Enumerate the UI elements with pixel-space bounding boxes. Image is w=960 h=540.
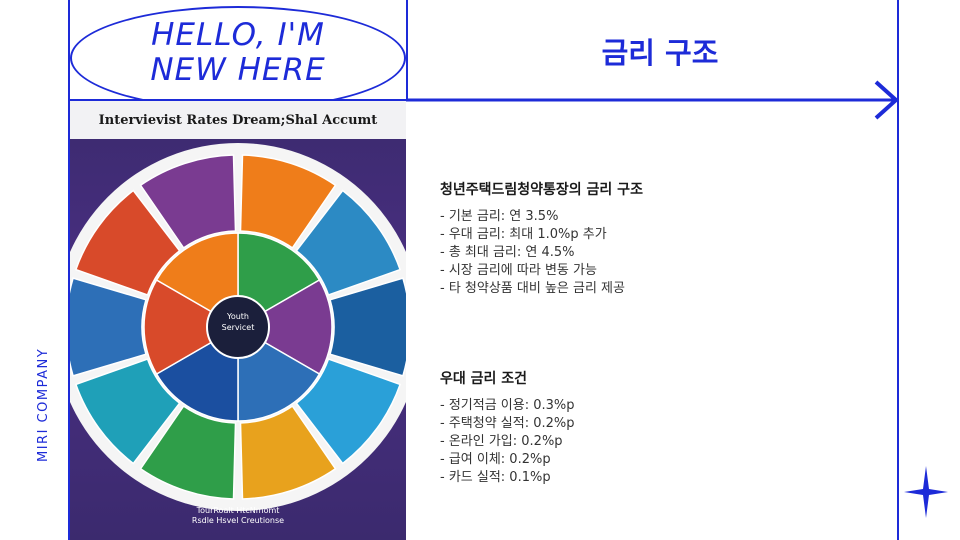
wheel-outer-segment	[329, 277, 406, 377]
wheel-outer-segment	[295, 189, 402, 296]
list-item: - 기본 금리: 연 3.5%	[440, 209, 559, 224]
slide-title: 금리 구조	[601, 36, 719, 70]
wheel-outer-segment	[239, 154, 337, 249]
list-item: - 우대 금리: 최대 1.0%p 추가	[440, 227, 607, 242]
infographic-footer: TourRoalt HtcNmomt Rsdle Hsvel Creutions…	[70, 506, 406, 526]
arrow-right-icon	[406, 80, 899, 120]
infographic-header	[70, 101, 406, 139]
wheel-center	[206, 295, 270, 359]
hello-line-1: HELLO, I'M	[151, 17, 325, 53]
list-item: - 카드 실적: 0.1%p	[440, 470, 551, 485]
rate-structure-list: - 기본 금리: 연 3.5% - 우대 금리: 최대 1.0%p 추가 - 총…	[440, 208, 625, 298]
infographic-title: Intervievist Rates Dream;Shal Accumt	[98, 113, 378, 128]
infographic-footer-line-2: Rsdle Hsvel Creutionse	[191, 516, 285, 525]
list-item: - 시장 금리에 따라 변동 가능	[440, 263, 597, 278]
list-item: - 온라인 가입: 0.2%p	[440, 434, 563, 449]
hello-line-2: NEW HERE	[150, 52, 326, 88]
company-name: MIRI COMPANY	[36, 347, 51, 462]
list-item: - 급여 이체: 0.2%p	[440, 452, 551, 467]
wheel-outer-segment	[74, 189, 181, 296]
wheel-outer-segment	[139, 154, 237, 249]
hello-heading: HELLO, I'M NEW HERE	[70, 18, 406, 88]
wheel-outer-segment	[74, 358, 181, 465]
middle-divider-line	[406, 0, 408, 101]
infographic-footer-line-1: TourRoalt HtcNmomt	[196, 506, 280, 515]
section-heading-preferential-rate: 우대 금리 조건	[440, 371, 528, 387]
wheel-outer-segment	[139, 405, 237, 500]
list-item: - 정기적금 이용: 0.3%p	[440, 398, 575, 413]
wheel-outer-segment	[295, 358, 402, 465]
left-divider-line	[68, 0, 70, 540]
list-item: - 총 최대 금리: 연 4.5%	[440, 245, 575, 260]
infographic-image: Intervievist Rates Dream;Shal Accumt You…	[70, 101, 406, 540]
sparkle-icon	[904, 466, 948, 518]
preferential-rate-list: - 정기적금 이용: 0.3%p - 주택청약 실적: 0.2%p - 온라인 …	[440, 397, 575, 487]
right-divider-line	[897, 0, 899, 540]
list-item: - 타 청약상품 대비 높은 금리 제공	[440, 281, 625, 296]
wheel-outer-segment	[70, 277, 147, 377]
wheel-outer-segment	[239, 405, 337, 500]
list-item: - 주택청약 실적: 0.2%p	[440, 416, 575, 431]
section-heading-rate-structure: 청년주택드림청약통장의 금리 구조	[440, 182, 643, 198]
